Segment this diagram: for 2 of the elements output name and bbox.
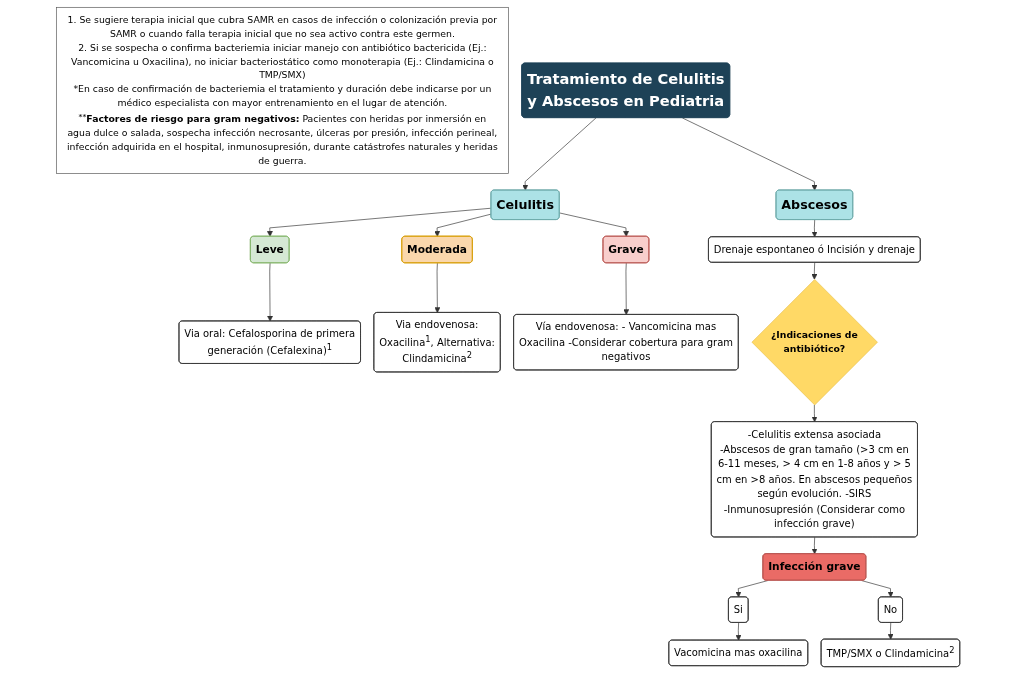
- node-diamond: ¿Indicaciones de antibiótico?: [751, 279, 878, 406]
- node-box: 1. Se sugiere terapia inicial que cubra SAMR en casos de infección o colonización previa por SAMR o cuando falla terapia inicial que no sea activo contra este germen. 2. Si se sospecha o confirma bacteriemia iniciar manejo con antibiótico bactericida (Ej.: Vancomicina u Oxacilina), no iniciar bacteriostático como monoterapia (Ej.: Clindamicina o TMP/SMX) *En caso de confirmación de bacteriemia el tratamiento y duración debe indicarse por un médico especialista con mayor entrenamiento en el lugar de atención. $^{**}$Factores de riesgo para gram negativos: Pacientes con heridas por inmersión en agua dulce o salada, sospecha infección necrosante, úlceras por presión, infección perineal, infección adquirida en el hospital, inmunosupresión, durante catástrofes naturales y heridas de guerra.: [55, 7, 509, 174]
